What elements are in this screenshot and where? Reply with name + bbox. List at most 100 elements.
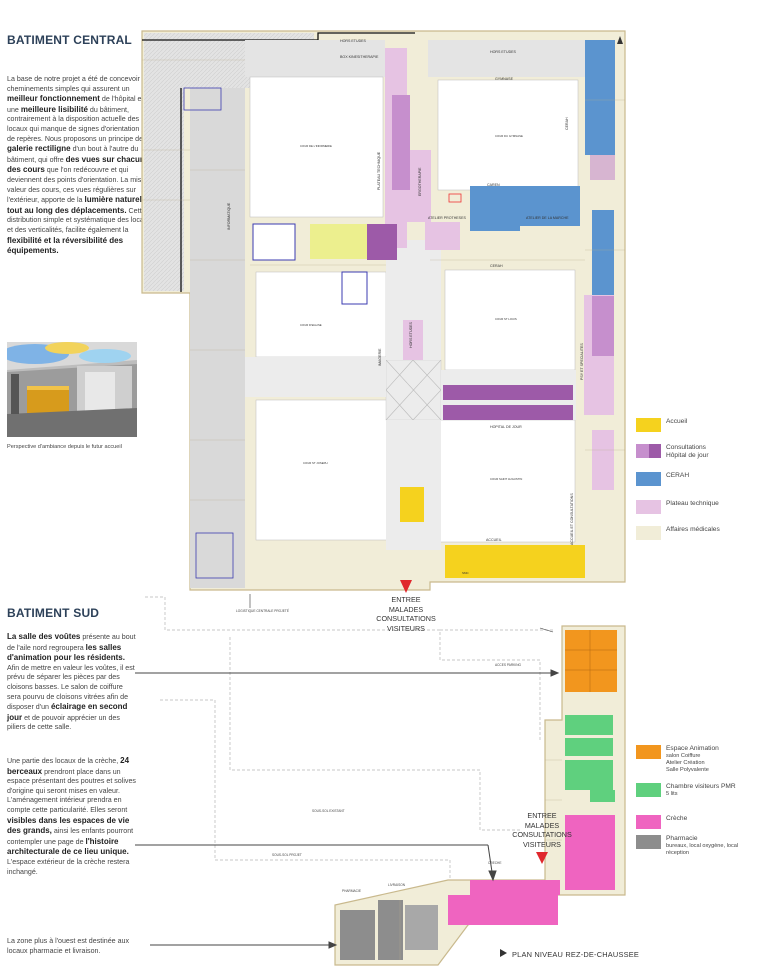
court-gymnase (437, 79, 579, 191)
paragraph-segment: éclairage en second jour (7, 702, 128, 722)
paragraph-segment: flexibilité et la réversibilité des équi… (7, 235, 124, 256)
legend-label: Affaires médicales (666, 526, 720, 534)
paragraph-segment: lumière naturelle tout au long des dépla… (7, 195, 149, 215)
legend-sub-line: salon Coiffure (666, 752, 701, 759)
legend-swatch (636, 835, 661, 849)
label-cour-infirmerie: COUR DE L'INFIRMERIE (300, 144, 332, 148)
legend-swatch (636, 444, 661, 458)
sud-title: BATIMENT SUD (7, 606, 100, 620)
legend-swatch (636, 815, 661, 829)
label-psy: PSY ET SPECIALITES (580, 343, 584, 380)
label-accueil: ACCUEIL (486, 538, 502, 542)
label-hopital-jour: HOPITAL DE JOUR (490, 425, 522, 429)
paragraph-segment: que l'on redécouvre et qui deviennent de… (7, 166, 156, 205)
legend-swatch (636, 526, 661, 540)
label-acces-parking: ACCES PARKING (495, 663, 521, 667)
label-ergotherapie: ERGOTHERAPIE (418, 167, 422, 196)
entrance-triangle-sud (536, 852, 548, 864)
label-hors-etudes-1: HORS ETUDES (340, 39, 367, 43)
paragraph-segment: les salles d'animation pour les résident… (7, 642, 125, 663)
paragraph-segment: Afin de mettre en valeur les voûtes, il … (7, 663, 135, 712)
court-infirmerie (249, 76, 384, 218)
paragraph-segment: meilleure lisibilité (20, 104, 88, 114)
legend-label-line: Affaires médicales (666, 526, 720, 533)
legend-item: Affaires médicales (636, 526, 720, 540)
legend-label-line: CERAH (666, 472, 690, 479)
paragraph-segment: et de pouvoir apprécier un des piliers d… (7, 713, 120, 732)
label-creche-entry: CRECHE (488, 861, 501, 865)
court-joseph (255, 399, 392, 541)
legend-label-line: Consultations (666, 444, 706, 451)
paragraph-segment: Cette distribution simple et systématiqu… (7, 206, 152, 234)
label-gymnase: GYMNASE (495, 77, 514, 81)
legend-item: Crèche (636, 815, 687, 829)
paragraph-segment: La base de notre projet a été de concevo… (7, 75, 154, 93)
label-cour-eglise: COUR D'EGLISE (300, 323, 322, 327)
legend-sub-line: Salle Polyvalente (666, 766, 709, 773)
paragraph-segment: présente au bout de l'aile nord regroupe… (7, 633, 136, 652)
label-cerah-2: CERAH (565, 117, 569, 130)
label-cour-louis: COUR ST LOUIS (495, 317, 517, 321)
paragraph-segment: de l'hôpital et une (7, 95, 144, 114)
legend-label-line: Espace Animation (666, 745, 719, 752)
label-livraison: LIVRAISON (388, 883, 406, 887)
label-plateau-technique: PLATEAU TECHNIQUE (377, 151, 381, 190)
label-informatique: INFORMATIQUE (227, 202, 231, 230)
legend-swatch (636, 500, 661, 514)
paragraph-segment: galerie rectiligne (7, 144, 71, 154)
legend-label-line: Plateau technique (666, 500, 719, 507)
sud-building-plan (334, 625, 626, 966)
legend-swatch (636, 418, 661, 432)
entrance-triangle-central (400, 580, 412, 593)
legend-sub-line: Atelier Création (666, 759, 705, 766)
label-cerah-1: CERAH (490, 264, 503, 268)
legend-swatch (636, 783, 661, 797)
label-atelier-marche: ATELIER DE LA MARCHE (526, 216, 569, 220)
legend-item: CERAH (636, 472, 689, 486)
legend-label-line: Pharmacie (666, 835, 698, 842)
paragraph-segment: Une partie des locaux de la crèche, (7, 757, 121, 765)
label-accueil-consult: ACCUEIL ET CONSULTATIONS (570, 493, 574, 545)
legend-label: Crèche (666, 815, 687, 823)
central-title: BATIMENT CENTRAL (7, 33, 132, 47)
entrance-central-label: ENTREE MALADES CONSULTATIONS VISITEURS (376, 595, 436, 633)
label-sous-sol-existant: SOUS-SOL EXISTANT (312, 809, 345, 813)
paragraph-segment: prendront place dans un espace présentan… (7, 767, 136, 814)
footer-arrow-icon (500, 949, 507, 957)
paragraph-segment: l'histoire architecturale de ce lieu uni… (7, 836, 129, 857)
paragraph-segment: La salle des voûtes (7, 632, 81, 641)
label-hors-etudes-2: HORS ETUDES (490, 50, 517, 54)
paragraph-segment: ainsi les enfants pourront contempler un… (7, 827, 134, 846)
paragraph-segment: 24 berceaux (7, 756, 130, 776)
label-box-kine: BOX KINESITHERAPIE (340, 55, 379, 59)
paragraph-segment: visibles dans les espaces de vie des gra… (7, 815, 130, 836)
legend-item: Accueil (636, 418, 687, 432)
legend-swatch (636, 745, 661, 759)
legend-sub-line: 5 lits (666, 790, 678, 797)
sud-description-voutes: La salle des voûtes présente au bout de … (7, 632, 137, 733)
ambiance-perspective-image (7, 342, 137, 437)
plan-level-title: PLAN NIVEAU REZ-DE-CHAUSSEE (512, 950, 639, 959)
sud-description-pharmacie: La zone plus à l'ouest est destinée aux … (7, 937, 130, 955)
legend-label-line: Hôpital de jour (666, 451, 709, 459)
central-description: La base de notre projet a été de concevo… (7, 75, 157, 257)
court-louis (444, 269, 576, 371)
court-augustin (439, 419, 576, 543)
paragraph-segment: d'un bout à l'autre du bâtiment, qui off… (7, 145, 139, 164)
label-caren: CAREN (487, 183, 500, 187)
legend-label-line: Chambre visiteurs PMR (666, 783, 736, 790)
legend-sub-line: bureaux, local oxygène, local (666, 842, 739, 849)
legend-label: CERAH (666, 472, 689, 480)
label-smc: SMC (462, 571, 470, 575)
legend-item: Plateau technique (636, 500, 719, 514)
paragraph-segment: des vues sur chacune des cours (7, 154, 150, 175)
label-cour-joseph: COUR ST JOSEPH (303, 461, 328, 465)
label-imagerie: IMAGERIE (378, 348, 382, 366)
